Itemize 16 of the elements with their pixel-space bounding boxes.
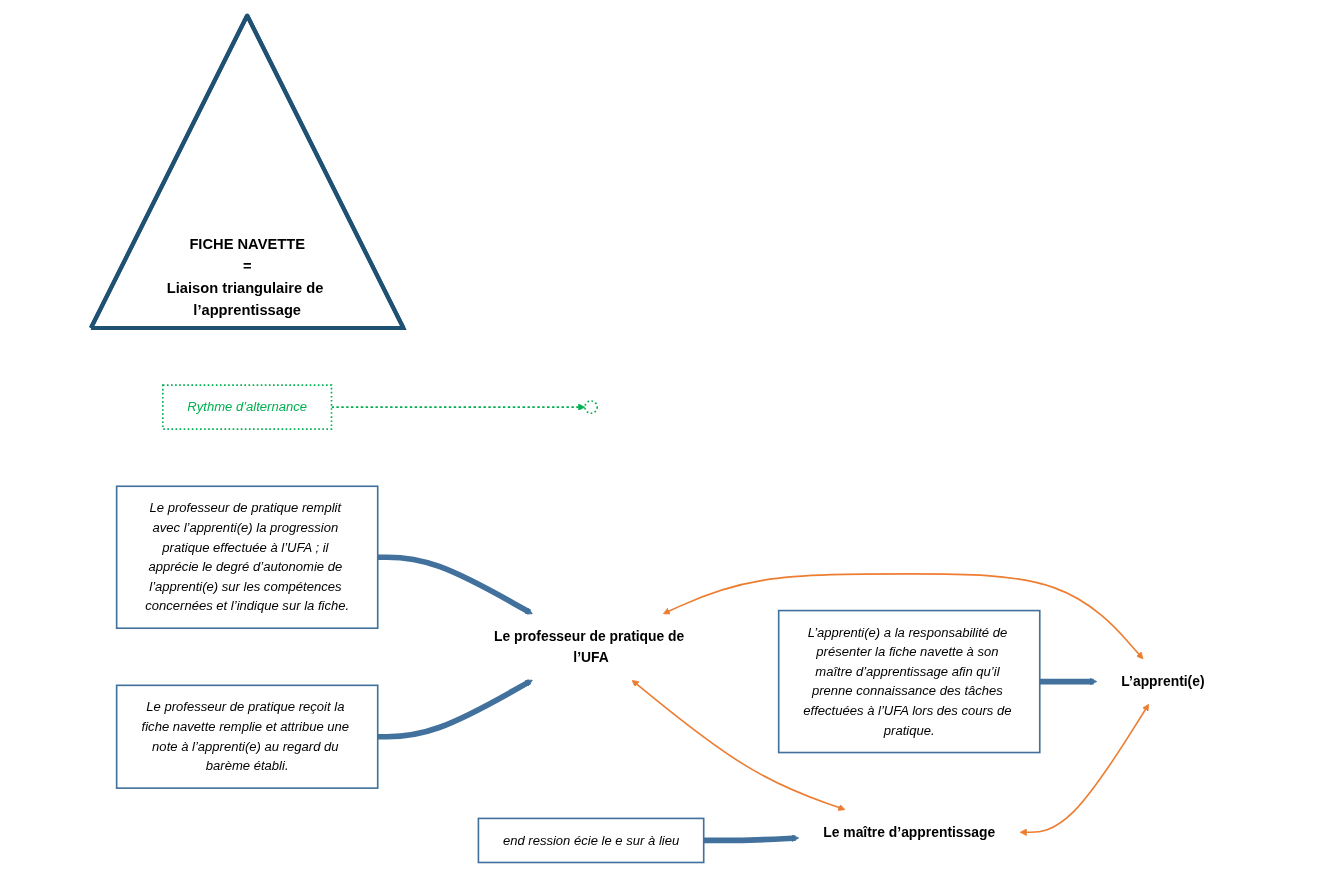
node-text: L’apprenti(e) <box>1121 673 1205 689</box>
node-box: Rythme d’alternance <box>162 383 333 430</box>
arrow <box>631 679 846 811</box>
arrow <box>377 553 533 615</box>
arrow <box>377 678 533 740</box>
node-box: Le professeur de pratique remplit avec l’apprenti(e) la progression pratique effectuée à l’UFA ; il apprécie le degré d’autonomie de l’apprenti(e) sur les compétences concernées et l’indique sur la fiche. <box>115 484 379 629</box>
node-box: L’apprenti(e) a la responsabilité de présenter la fiche navette à son maître d’apprentissage afin qu’il prenne connaissance des tâches effectuées à l’UFA lors des cours de pratique. <box>777 609 1041 753</box>
node-circle <box>584 399 598 414</box>
arrow <box>1019 703 1150 836</box>
arrow <box>703 834 800 843</box>
arrow <box>1039 677 1098 685</box>
node-box: end ression écie le e sur à lieu <box>477 817 705 863</box>
node-box: Le professeur de pratique reçoit la fiche navette remplie et attribue une note à l’apprenti(e) au regard du barème établi. <box>115 684 379 789</box>
arrow <box>662 572 1144 659</box>
node-text: Le professeur de pratique de l’UFA <box>493 628 685 665</box>
node-text: Le maître d’apprentissage <box>823 823 996 840</box>
